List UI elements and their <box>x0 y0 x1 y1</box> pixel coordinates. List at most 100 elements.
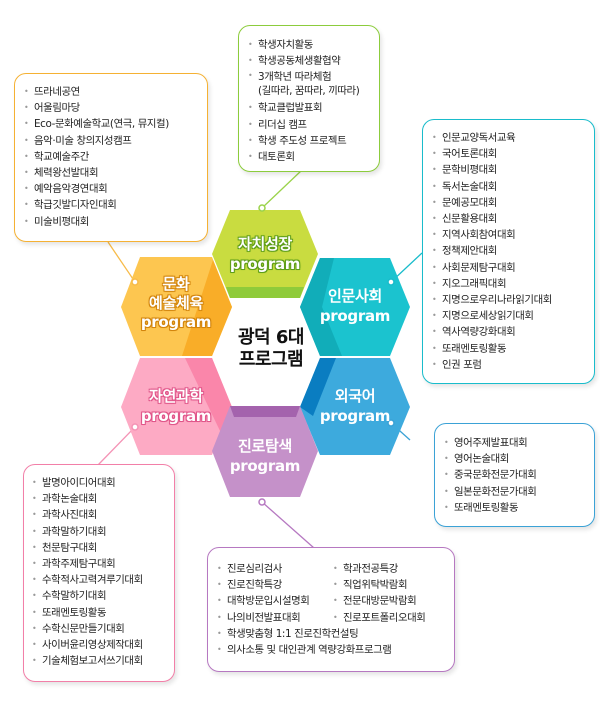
list-item-line1: 3개학년 따라체험 <box>258 71 332 84</box>
list-item: 문학비평대회 <box>430 162 590 178</box>
list-career-col1: 진로심리검사 진로진학특강 대학방문입시설명회 나의비전발표대회 <box>215 561 331 626</box>
hex-label-foreign-language: 외국어 program <box>305 386 405 426</box>
hex-self-growth[interactable] <box>212 210 318 298</box>
list-item: 직업위탁박람회 <box>331 577 450 593</box>
hex-label-humanities-social: 인문사회 program <box>305 286 405 326</box>
list-item: 의사소통 및 대인관계 역량강화프로그램 <box>215 642 450 658</box>
list-item: 또래멘토링활동 <box>442 500 590 516</box>
list-item: 또래멘토링활동 <box>430 341 590 357</box>
list-item: 대학방문입시설명회 <box>215 593 331 609</box>
list-career-col2: 학과전공특강 직업위탁박람회 전문대방문박람회 진로포트폴리오대회 <box>331 561 450 626</box>
program-title-line2: 예술체육 <box>148 294 203 312</box>
connector-career <box>261 501 315 549</box>
program-title-line1: 문화 <box>162 275 190 293</box>
list-item: 중국문화전문가대회 <box>442 467 590 483</box>
hex-natural-science[interactable] <box>121 358 232 455</box>
list-item: 과학말하기대회 <box>30 524 172 540</box>
list-item: 학생 주도성 프로젝트 <box>246 133 371 149</box>
box-career: 진로심리검사 진로진학특강 대학방문입시설명회 나의비전발표대회 학과전공특강 … <box>207 547 455 672</box>
list-item: 발명아이디어대회 <box>30 475 172 491</box>
hex-label-natural-science: 자연과학 program <box>126 386 226 426</box>
list-item: 예악음악경연대회 <box>22 181 203 197</box>
hex-career[interactable] <box>212 406 318 497</box>
list-item: 3개학년 따라체험 (길따라, 꿈따라, 끼따라) <box>246 69 371 100</box>
list-self-growth: 학생자치활동 학생공동체생활협약 3개학년 따라체험 (길따라, 꿈따라, 끼따… <box>246 37 371 165</box>
program-title: 인문사회 <box>327 287 382 305</box>
list-foreign-language: 영어주제발표대회 영어논술대회 중국문화전문가대회 일본문화전문가대회 또래멘토… <box>442 435 590 516</box>
list-item-line2: (길따라, 꿈따라, 끼따라) <box>258 85 360 98</box>
list-item: 음악·미술 창의지성캠프 <box>22 133 203 149</box>
box-self-growth: 학생자치활동 학생공동체생활협약 3개학년 따라체험 (길따라, 꿈따라, 끼따… <box>238 25 380 172</box>
list-item: 학생자치활동 <box>246 37 371 53</box>
list-item: 인문교양독서교육 <box>430 130 590 146</box>
list-item: 학교예술주간 <box>22 149 203 165</box>
list-natural-science: 발명아이디어대회 과학논술대회 과학사진대회 과학말하기대회 천문탐구대회 과학… <box>30 475 172 670</box>
list-item: 전문대방문박람회 <box>331 593 450 609</box>
program-subtitle: program <box>229 255 301 273</box>
hex-label-self-growth: 자치성장 program <box>215 234 315 274</box>
list-item: 문예공모대회 <box>430 195 590 211</box>
program-subtitle: program <box>140 407 212 425</box>
connector-culture-arts <box>107 241 136 283</box>
center-title-line2: 프로그램 <box>238 349 304 370</box>
list-item: 학급깃발디자인대회 <box>22 197 203 213</box>
hex-label-culture-arts: 문화 예술체육 program <box>126 275 226 332</box>
program-title: 자치성장 <box>237 235 292 253</box>
list-item: 학교클럽발표회 <box>246 100 371 116</box>
list-item: 학생맞춤형 1:1 진로진학컨설팅 <box>215 626 450 642</box>
hex-culture-arts[interactable] <box>121 257 232 356</box>
list-item: Eco-문화예술학교(연극, 뮤지컬) <box>22 116 203 132</box>
hex-foreign-language[interactable] <box>300 358 410 455</box>
list-item: 과학사진대회 <box>30 507 172 523</box>
list-career-full: 학생맞춤형 1:1 진로진학컨설팅 의사소통 및 대인관계 역량강화프로그램 <box>215 626 450 659</box>
list-item: 지명으로세상읽기대회 <box>430 308 590 324</box>
list-item: 기술체험보고서쓰기대회 <box>30 653 172 669</box>
list-item: 뜨라네공연 <box>22 84 203 100</box>
list-item: 사회문제탐구대회 <box>430 260 590 276</box>
list-item: 진로포트폴리오대회 <box>331 610 450 626</box>
list-item: 일본문화전문가대회 <box>442 484 590 500</box>
hex-label-career: 진로탐색 program <box>215 436 315 476</box>
program-subtitle: program <box>229 457 301 475</box>
list-item: 대토론회 <box>246 149 371 165</box>
list-humanities-social: 인문교양독서교육 국어토론대회 문학비평대회 독서논술대회 문예공모대회 신문활… <box>430 130 590 373</box>
list-item: 과학주제탐구대회 <box>30 556 172 572</box>
list-item: 정책제안대회 <box>430 243 590 259</box>
connector-lines <box>97 169 423 549</box>
list-item: 역사역량강화대회 <box>430 324 590 340</box>
list-item: 영어논술대회 <box>442 451 590 467</box>
program-subtitle: program <box>319 407 391 425</box>
list-item: 수학말하기대회 <box>30 588 172 604</box>
list-item: 인권 포럼 <box>430 357 590 373</box>
list-item: 진로진학특강 <box>215 577 331 593</box>
list-culture-arts: 뜨라네공연 어울림마당 Eco-문화예술학교(연극, 뮤지컬) 음악·미술 창의… <box>22 84 203 230</box>
list-item: 독서논술대회 <box>430 179 590 195</box>
list-item: 과학논술대회 <box>30 491 172 507</box>
list-item: 또래멘토링활동 <box>30 605 172 621</box>
connector-natural-science <box>97 426 136 466</box>
list-item: 수학적사고력겨루기대회 <box>30 572 172 588</box>
list-item: 사이버윤리영상제작대회 <box>30 637 172 653</box>
list-item: 지역사회참여대회 <box>430 227 590 243</box>
box-natural-science: 발명아이디어대회 과학논술대회 과학사진대회 과학말하기대회 천문탐구대회 과학… <box>23 464 175 682</box>
list-item: 체력왕선발대회 <box>22 165 203 181</box>
center-title-line1: 광덕 6대 <box>238 327 304 348</box>
box-culture-arts: 뜨라네공연 어울림마당 Eco-문화예술학교(연극, 뮤지컬) 음악·미술 창의… <box>14 73 208 242</box>
list-item: 리더십 캠프 <box>246 117 371 133</box>
list-item: 영어주제발표대회 <box>442 435 590 451</box>
list-item: 지명으로우리나라읽기대회 <box>430 292 590 308</box>
list-item: 진로심리검사 <box>215 561 331 577</box>
connector-self-growth <box>261 169 303 209</box>
list-item: 나의비전발표대회 <box>215 610 331 626</box>
program-subtitle: program <box>319 307 391 325</box>
list-item: 신문활용대회 <box>430 211 590 227</box>
hex-humanities-social[interactable] <box>300 258 410 356</box>
list-item: 국어토론대회 <box>430 146 590 162</box>
box-humanities-social: 인문교양독서교육 국어토론대회 문학비평대회 독서논술대회 문예공모대회 신문활… <box>422 119 595 384</box>
center-title: 광덕 6대 프로그램 <box>226 327 316 371</box>
list-item: 미술비평대회 <box>22 214 203 230</box>
program-title: 진로탐색 <box>237 437 292 455</box>
list-item: 지오그래픽대회 <box>430 276 590 292</box>
list-item: 학과전공특강 <box>331 561 450 577</box>
